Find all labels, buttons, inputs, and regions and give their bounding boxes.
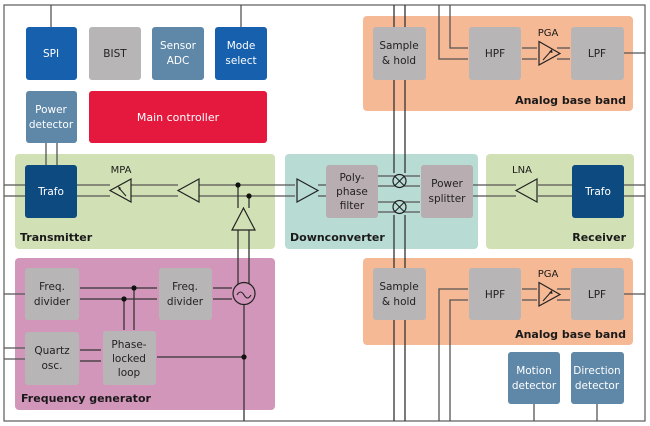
hpf-bottom-block[interactable]: HPF	[469, 268, 521, 320]
freq-divider-1-block[interactable]: Freq. divider	[25, 268, 79, 320]
sample-hold-top-label-1: Sample	[379, 40, 418, 52]
motion-detector-block[interactable]: Motion detector	[508, 352, 560, 404]
spi-block[interactable]: SPI	[26, 27, 77, 80]
receiver-trafo-block[interactable]: Trafo	[572, 165, 624, 218]
mode-select-block[interactable]: Mode select	[215, 27, 267, 80]
polyphase-filter-block[interactable]: Poly- phase filter	[326, 165, 378, 218]
hpf-bottom-label: HPF	[485, 289, 505, 301]
sensor-adc-block[interactable]: Sensor ADC	[152, 27, 204, 80]
pga-top-amplifier-icon	[538, 40, 562, 67]
lpf-top-label: LPF	[588, 48, 606, 60]
power-splitter-block[interactable]: Power splitter	[421, 165, 473, 218]
frequency-generator-label: Frequency generator	[21, 392, 152, 405]
motion-detector-label-1: Motion	[516, 365, 552, 377]
hpf-top-block[interactable]: HPF	[469, 27, 521, 80]
polyphase-label-2: phase	[336, 186, 368, 198]
transmitter-trafo-label: Trafo	[37, 186, 64, 198]
quartz-label-1: Quartz	[34, 345, 70, 357]
sample-hold-top-label-2: & hold	[382, 55, 416, 67]
quartz-oscillator-block[interactable]: Quartz osc.	[25, 332, 79, 385]
lpf-bottom-block[interactable]: LPF	[571, 268, 624, 320]
oscillator-icon	[232, 281, 256, 306]
analog-bottom-label: Analog base band	[515, 328, 626, 341]
pll-label-2: locked	[112, 353, 146, 365]
tx-driver-amplifier-icon	[176, 177, 200, 204]
motion-detector-label-2: detector	[512, 380, 557, 392]
transmitter-label: Transmitter	[20, 231, 93, 244]
sample-hold-bottom-label-2: & hold	[382, 296, 416, 308]
receiver-trafo-label: Trafo	[584, 186, 611, 198]
power-splitter-label-1: Power	[431, 178, 463, 190]
spi-label: SPI	[43, 48, 59, 60]
bist-label: BIST	[103, 48, 127, 60]
freq-divider-2-block[interactable]: Freq. divider	[159, 268, 212, 320]
direction-detector-label-1: Direction	[573, 365, 620, 377]
mode-select-label-2: select	[225, 55, 256, 67]
pll-block[interactable]: Phase- locked loop	[103, 331, 156, 385]
downconverter-label: Downconverter	[290, 231, 385, 244]
lo-buffer-amplifier-icon	[231, 206, 256, 231]
freq-divider-2-label-2: divider	[167, 296, 204, 308]
mpa-label: MPA	[111, 165, 132, 176]
pll-label-3: loop	[118, 367, 141, 379]
downconverter-amplifier-icon	[296, 177, 320, 204]
sensor-adc-label-1: Sensor	[160, 40, 197, 52]
polyphase-label-1: Poly-	[339, 172, 364, 184]
power-splitter-label-2: splitter	[429, 193, 467, 205]
hpf-top-label: HPF	[485, 48, 505, 60]
sample-hold-bottom-label-1: Sample	[379, 281, 418, 293]
sample-hold-top-block[interactable]: Sample & hold	[373, 27, 426, 80]
power-detector-label-2: detector	[29, 119, 74, 131]
sensor-adc-label-2: ADC	[167, 55, 190, 67]
pll-label-1: Phase-	[111, 339, 146, 351]
sample-hold-bottom-block[interactable]: Sample & hold	[373, 268, 426, 320]
lna-label: LNA	[512, 165, 532, 176]
power-detector-label-1: Power	[35, 104, 67, 116]
pga-bottom-label: PGA	[538, 269, 559, 280]
quartz-label-2: osc.	[41, 360, 62, 372]
mixer-q-icon	[392, 199, 407, 215]
pga-bottom-amplifier-icon	[538, 281, 562, 308]
mode-select-label-1: Mode	[227, 40, 256, 52]
bist-block[interactable]: BIST	[89, 27, 141, 80]
main-controller-block[interactable]: Main controller	[89, 91, 267, 143]
analog-top-label: Analog base band	[515, 94, 626, 107]
transmitter-trafo-block[interactable]: Trafo	[25, 165, 77, 218]
outer-bus-frame	[3, 4, 646, 422]
mpa-amplifier-icon	[108, 177, 132, 204]
lpf-top-block[interactable]: LPF	[571, 27, 624, 80]
freq-divider-2-label-1: Freq.	[172, 281, 198, 293]
receiver-label: Receiver	[572, 231, 626, 244]
direction-detector-label-2: detector	[575, 380, 620, 392]
polyphase-label-3: filter	[340, 200, 365, 212]
freq-divider-1-label-1: Freq.	[39, 281, 65, 293]
mixer-i-icon	[392, 173, 407, 189]
main-controller-label: Main controller	[137, 111, 220, 124]
pga-top-label: PGA	[538, 28, 559, 39]
transmitter-region	[15, 154, 275, 249]
power-detector-block[interactable]: Power detector	[26, 91, 77, 143]
lpf-bottom-label: LPF	[588, 289, 606, 301]
freq-divider-1-label-2: divider	[34, 296, 71, 308]
junction-dots	[121, 182, 252, 360]
lna-amplifier-icon	[514, 177, 538, 204]
direction-detector-block[interactable]: Direction detector	[571, 352, 624, 404]
